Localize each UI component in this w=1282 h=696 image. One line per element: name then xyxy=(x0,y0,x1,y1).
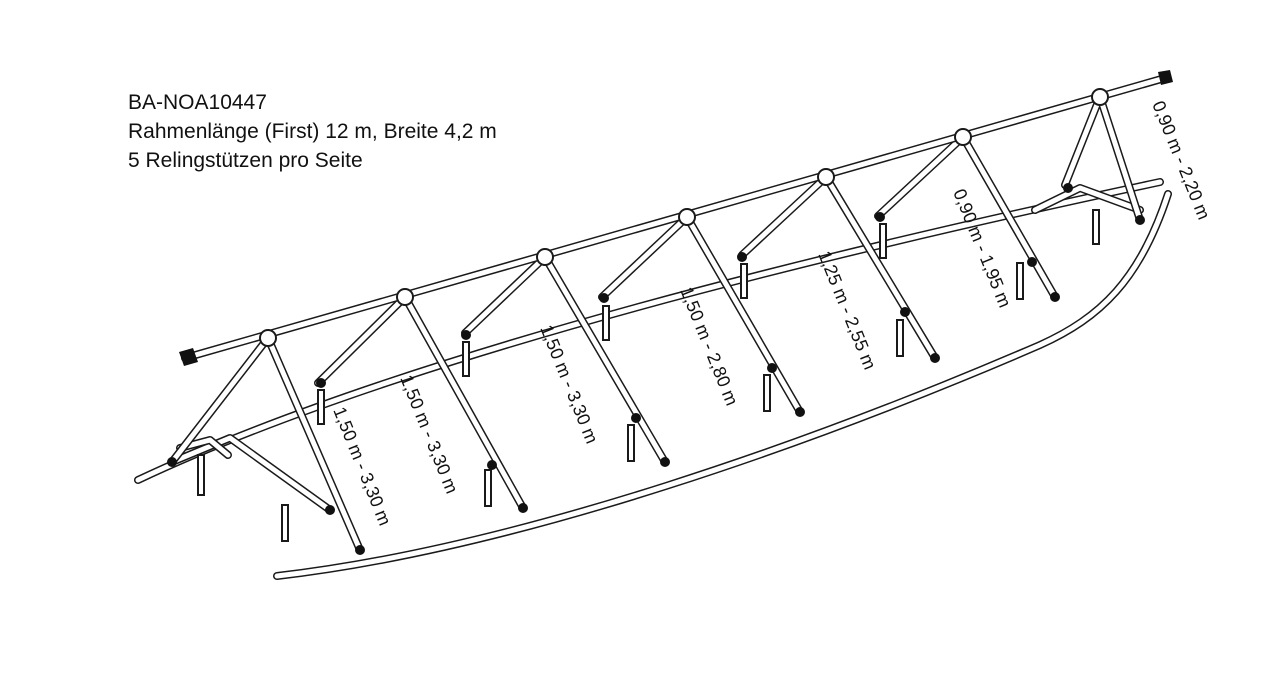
ridge-beam xyxy=(179,70,1173,366)
supports-spec: 5 Relingstützen pro Seite xyxy=(128,149,363,172)
left-end-frame xyxy=(168,434,334,514)
title-block: BA-NOA10447 Rahmenlänge (First) 12 m, Br… xyxy=(128,88,497,175)
dimension-label-7: 0,90 m - 2,20 m xyxy=(1148,98,1214,222)
front-rail xyxy=(273,190,1172,580)
clamps xyxy=(167,183,1145,555)
rafters xyxy=(168,93,1144,554)
frame-spec: Rahmenlänge (First) 12 m, Breite 4,2 m xyxy=(128,120,497,143)
back-rail xyxy=(134,178,1164,484)
railing-posts xyxy=(197,209,1100,542)
article-number: BA-NOA10447 xyxy=(128,91,267,114)
right-end-frame xyxy=(1031,184,1144,214)
dimension-label-5: 1,25 m - 2,55 m xyxy=(814,248,880,372)
dimension-label-2: 1,50 m - 3,30 m xyxy=(396,372,462,496)
ridge-connectors xyxy=(259,88,1109,347)
